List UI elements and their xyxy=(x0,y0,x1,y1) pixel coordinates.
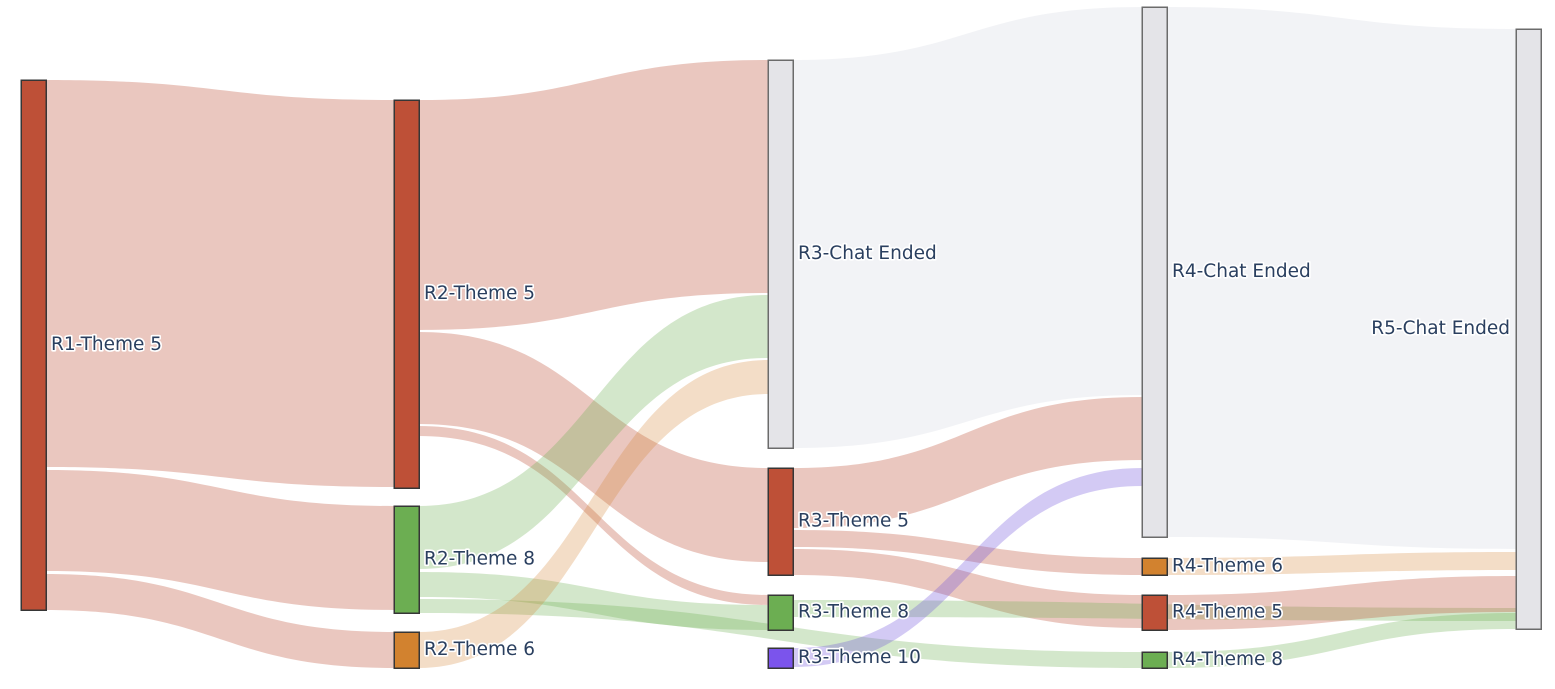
node-r4-chat-ended[interactable] xyxy=(1141,6,1168,538)
node-label-r3-theme-5: R3-Theme 5 xyxy=(798,511,909,532)
sankey-links-layer xyxy=(46,7,1516,668)
link-r3-theme-5-to-r4-theme-6[interactable] xyxy=(793,530,1142,575)
link-r3-chat-ended-to-r4-chat-ended[interactable] xyxy=(793,7,1142,448)
link-r2-theme-5-to-r3-theme-8[interactable] xyxy=(419,426,768,605)
node-r1-theme-5[interactable] xyxy=(20,79,47,611)
link-r3-theme-5-to-r4-theme-5[interactable] xyxy=(793,549,1142,628)
node-label-r3-theme-10: R3-Theme 10 xyxy=(798,647,921,668)
link-r4-theme-6-to-r5-chat-ended[interactable] xyxy=(1167,552,1516,575)
node-r4-theme-5[interactable] xyxy=(1141,594,1168,631)
link-r2-theme-6-to-r3-chat-ended[interactable] xyxy=(419,360,768,668)
node-r4-theme-6[interactable] xyxy=(1141,557,1168,576)
link-r1-theme-5-to-r2-theme-5[interactable] xyxy=(46,80,394,487)
node-label-r3-theme-8: R3-Theme 8 xyxy=(798,602,909,623)
link-r3-theme-5-to-r4-chat-ended[interactable] xyxy=(793,397,1142,528)
link-r2-theme-5-to-r3-theme-5[interactable] xyxy=(419,332,768,562)
node-label-r4-theme-5: R4-Theme 5 xyxy=(1172,602,1283,623)
node-label-r4-theme-6: R4-Theme 6 xyxy=(1172,556,1283,577)
node-r2-theme-6[interactable] xyxy=(393,631,420,669)
link-r2-theme-8-to-r3-chat-ended[interactable] xyxy=(419,295,768,569)
sankey-nodes-layer xyxy=(20,6,1542,669)
link-r1-theme-5-to-r2-theme-8[interactable] xyxy=(46,470,394,610)
link-r3-theme-10-to-r4-chat-ended[interactable] xyxy=(793,468,1142,667)
node-r3-theme-8[interactable] xyxy=(767,594,794,631)
node-r4-theme-8[interactable] xyxy=(1141,651,1168,669)
sankey-labels-layer: R1-Theme 5 R2-Theme 5 R2-Theme 8 R2-Theme 6… xyxy=(49,241,1511,671)
link-r4-theme-5-to-r5-chat-ended[interactable] xyxy=(1167,576,1516,630)
node-label-r4-chat-ended: R4-Chat Ended xyxy=(1172,261,1311,282)
node-label-r2-theme-5: R2-Theme 5 xyxy=(424,283,535,304)
node-r3-theme-5[interactable] xyxy=(767,467,794,576)
node-label-r5-chat-ended: R5-Chat Ended xyxy=(1371,318,1510,339)
node-label-r1-theme-5: R1-Theme 5 xyxy=(51,334,162,355)
link-r2-theme-5-to-r3-chat-ended[interactable] xyxy=(419,60,768,330)
node-label-r2-theme-8: R2-Theme 8 xyxy=(424,549,535,570)
node-label-r4-theme-8: R4-Theme 8 xyxy=(1172,649,1283,670)
node-r2-theme-8[interactable] xyxy=(393,505,420,614)
node-r2-theme-5[interactable] xyxy=(393,99,420,489)
node-r5-chat-ended[interactable] xyxy=(1515,28,1542,630)
link-r2-theme-8-to-r4-theme-8[interactable] xyxy=(419,599,1142,668)
link-r4-theme-8-to-r5-chat-ended[interactable] xyxy=(1167,613,1516,668)
link-r4-chat-ended-to-r5-chat-ended[interactable] xyxy=(1167,7,1516,549)
node-label-r2-theme-6: R2-Theme 6 xyxy=(424,639,535,660)
link-r1-theme-5-to-r2-theme-6[interactable] xyxy=(46,574,394,668)
node-r3-chat-ended[interactable] xyxy=(767,59,794,449)
link-r2-theme-8-to-r3-theme-8[interactable] xyxy=(419,572,768,630)
node-label-r3-chat-ended: R3-Chat Ended xyxy=(798,243,937,264)
node-r3-theme-10[interactable] xyxy=(767,647,794,669)
